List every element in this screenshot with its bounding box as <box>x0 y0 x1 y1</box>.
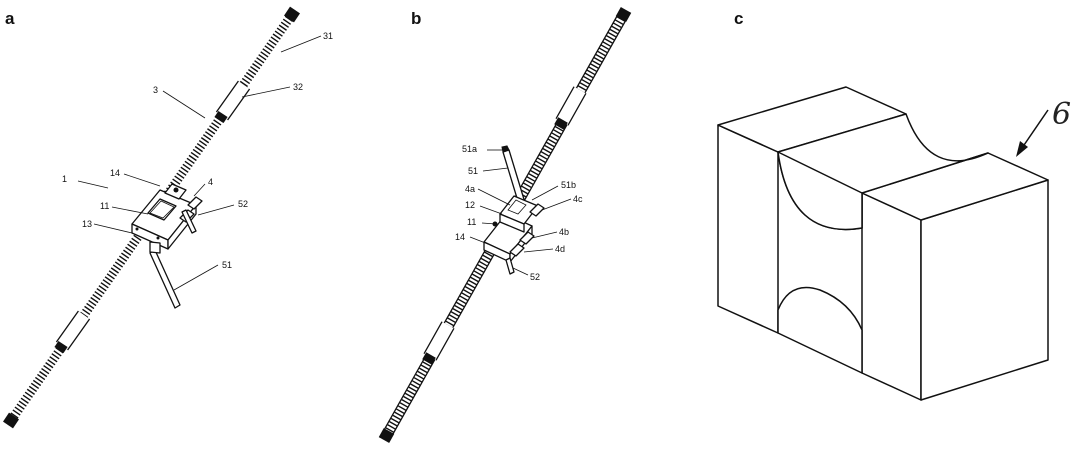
sleeve-lower-a <box>54 310 91 354</box>
leader-lines-b <box>469 149 572 276</box>
panel-c-letter: c <box>734 9 743 28</box>
label-1: 1 <box>62 174 67 184</box>
label-51-b: 51 <box>468 166 478 176</box>
panel-a: a <box>3 6 333 429</box>
label-4b: 4b <box>559 227 569 237</box>
leader-lines-a <box>77 35 322 291</box>
panel-b: b <box>378 7 632 443</box>
label-3: 3 <box>153 85 158 95</box>
label-51: 51 <box>222 260 232 270</box>
panel-c: c 6 <box>717 9 1071 401</box>
spacer-block <box>717 86 1049 401</box>
panel-a-letter: a <box>5 9 15 28</box>
sleeve-upper-b <box>554 86 587 130</box>
label-14: 14 <box>110 168 120 178</box>
label-14-b: 14 <box>455 232 465 242</box>
label-6: 6 <box>1052 97 1071 132</box>
label-51a: 51a <box>462 144 477 154</box>
label-4a: 4a <box>465 184 475 194</box>
label-12: 12 <box>465 200 475 210</box>
sleeve-upper-a <box>214 80 251 124</box>
label-11: 11 <box>100 201 109 211</box>
annotation-arrow-6 <box>1016 109 1049 157</box>
label-4: 4 <box>208 177 213 187</box>
label-11-b: 11 <box>467 217 476 227</box>
label-4d: 4d <box>555 244 565 254</box>
label-32: 32 <box>293 82 303 92</box>
label-51b: 51b <box>561 180 576 190</box>
label-52: 52 <box>238 199 248 209</box>
label-31: 31 <box>323 31 333 41</box>
label-4c: 4c <box>573 194 583 204</box>
label-52-b: 52 <box>530 272 540 282</box>
panel-b-letter: b <box>411 9 421 28</box>
carriage-b <box>483 145 545 275</box>
sleeve-lower-b <box>422 321 455 365</box>
carriage-a <box>131 183 203 309</box>
label-13: 13 <box>82 219 92 229</box>
